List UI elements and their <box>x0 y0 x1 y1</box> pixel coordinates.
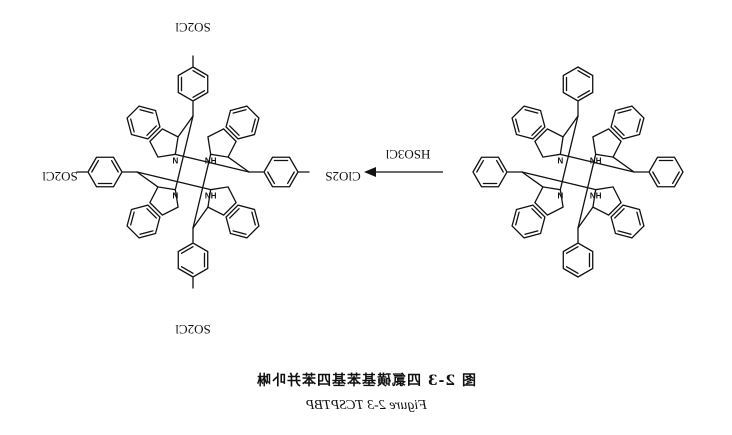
benzo-ring-double-bond <box>232 109 247 114</box>
phenyl-ring-double-bond <box>91 159 100 173</box>
reaction-arrow <box>364 167 443 177</box>
benzo-ring-double-bond <box>146 125 157 136</box>
nitrogen-label: HN <box>205 155 217 164</box>
benzo-ring-double-bond <box>636 211 641 226</box>
benzo-ring <box>225 105 260 140</box>
figure-caption-english: Figure 2-3 TCSPTBP <box>305 398 427 413</box>
phenyl-ring <box>562 66 594 102</box>
meso-bond <box>559 115 579 191</box>
meso-bond <box>577 206 594 229</box>
benzo-ring <box>610 204 645 239</box>
benzo-ring-double-bond <box>139 109 154 114</box>
meso-bond <box>192 206 209 229</box>
phenyl-ring-double-bond <box>192 89 206 98</box>
phenyl-ring <box>472 156 508 188</box>
substituent-bottom-label: SO2Cl <box>175 322 211 337</box>
phenyl-ring-double-bond <box>565 265 579 274</box>
benzo-ring-double-bond <box>617 230 632 235</box>
phenyl-ring <box>177 66 209 102</box>
figure-caption-chinese: 图 2-3 四氯磺基苯基四苯并卟啉 <box>255 373 477 389</box>
nitrogen-label: HN <box>590 155 602 164</box>
benzo-ring <box>225 204 260 239</box>
meso-bond <box>192 153 212 229</box>
benzo-ring-double-bond <box>251 118 256 133</box>
phenyl-ring <box>177 242 209 278</box>
phenyl-ring-double-bond <box>110 159 119 173</box>
pyrrole-ring <box>534 186 564 216</box>
benzo-ring <box>610 105 645 140</box>
benzo-ring <box>126 105 161 140</box>
pyrrole-ring <box>592 128 622 158</box>
phenyl-ring-double-bond <box>180 265 194 274</box>
reagent-label: HSO3Cl <box>385 147 430 162</box>
meso-bond <box>136 171 212 191</box>
pyrrole-ring <box>207 186 237 216</box>
phenyl-ring <box>263 156 299 188</box>
meso-bond <box>136 171 159 188</box>
phenyl-ring-double-bond <box>192 70 206 79</box>
phenyl-ring-double-bond <box>495 159 504 173</box>
benzo-ring-double-bond <box>614 125 625 136</box>
pyrrole-ring <box>592 186 622 216</box>
phenyl-ring-double-bond <box>577 70 591 79</box>
meso-bond <box>227 156 250 173</box>
benzo-ring-double-bond <box>130 118 135 133</box>
benzo-ring-double-bond <box>229 125 240 136</box>
phenyl-ring-double-bond <box>476 159 485 173</box>
nitrogen-label: N <box>172 191 178 200</box>
meso-bond <box>521 171 544 188</box>
phenyl-ring-double-bond <box>180 246 194 255</box>
meso-bond <box>612 156 635 173</box>
phenyl-ring-double-bond <box>565 246 579 255</box>
product-molecule: N HN HN N <box>76 55 310 289</box>
benzo-ring-double-bond <box>614 208 625 219</box>
benzo-ring-double-bond <box>531 208 542 219</box>
phenyl-ring-double-bond <box>671 171 680 185</box>
benzo-ring-double-bond <box>515 211 520 226</box>
benzo-ring-double-bond <box>531 125 542 136</box>
meso-bond <box>521 171 597 191</box>
meso-bond <box>577 153 597 229</box>
substituent-top-label: SO2Cl <box>175 20 211 35</box>
nitrogen-label: N <box>557 191 563 200</box>
benzo-ring <box>126 204 161 239</box>
nitrogen-label: HN <box>590 191 602 200</box>
nitrogen-label: N <box>172 155 178 164</box>
benzo-ring-double-bond <box>524 109 539 114</box>
benzo-ring-double-bond <box>139 230 154 235</box>
phenyl-ring-double-bond <box>577 89 591 98</box>
meso-bond <box>559 153 635 173</box>
phenyl-ring <box>562 242 594 278</box>
benzo-ring-double-bond <box>130 211 135 226</box>
meso-bond <box>177 115 194 138</box>
phenyl-ring <box>648 156 684 188</box>
benzo-ring-double-bond <box>232 230 247 235</box>
meso-bond <box>174 115 194 191</box>
substituent-left-label: SO2Cl <box>42 169 78 184</box>
phenyl-ring-double-bond <box>652 171 661 185</box>
reactant-molecule: N HN HN N <box>472 66 684 278</box>
benzo-ring-double-bond <box>617 109 632 114</box>
pyrrole-ring <box>149 186 179 216</box>
phenyl-ring-double-bond <box>267 171 276 185</box>
benzo-ring-double-bond <box>524 230 539 235</box>
benzo-ring-double-bond <box>636 118 641 133</box>
benzo-ring <box>511 204 546 239</box>
pyrrole-ring <box>149 128 179 158</box>
pyrrole-ring <box>534 128 564 158</box>
pyrrole-ring <box>207 128 237 158</box>
benzo-ring-double-bond <box>515 118 520 133</box>
meso-bond <box>174 153 250 173</box>
benzo-ring <box>511 105 546 140</box>
meso-bond <box>562 115 579 138</box>
nitrogen-label: N <box>557 155 563 164</box>
benzo-ring-double-bond <box>229 208 240 219</box>
nitrogen-label: HN <box>205 191 217 200</box>
phenyl-ring <box>87 156 123 188</box>
phenyl-ring-double-bond <box>286 171 295 185</box>
substituent-right-label: ClO2S <box>325 169 360 184</box>
benzo-ring-double-bond <box>146 208 157 219</box>
benzo-ring-double-bond <box>251 211 256 226</box>
